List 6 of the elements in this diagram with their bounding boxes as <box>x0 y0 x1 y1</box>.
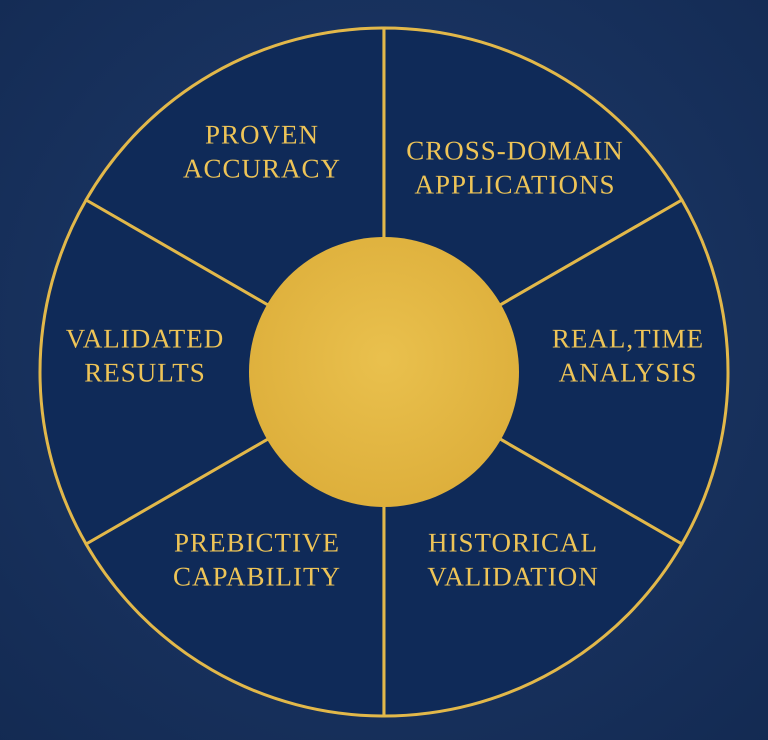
segment-label: HISTORICAL VALIDATION <box>426 526 600 593</box>
segment-label: REAL,TIME ANALYSIS <box>550 322 706 389</box>
segment-label: PREBICTIVE CAPABILITY <box>172 526 342 593</box>
segment-label: PROVEN ACCURACY <box>182 118 342 185</box>
segment-label: CROSS-DOMAIN APPLICATIONS <box>405 134 625 201</box>
segment-label: VALIDATED RESULTS <box>64 322 226 389</box>
